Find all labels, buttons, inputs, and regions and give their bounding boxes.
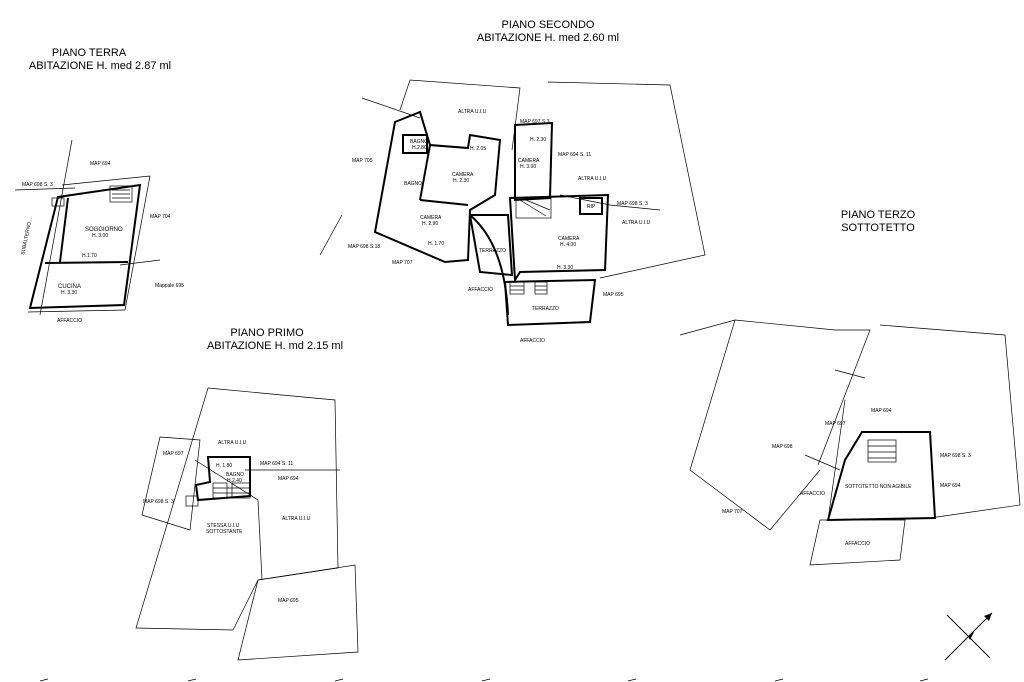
- terra-h170: H.1.70: [82, 253, 97, 259]
- plan-piano-terra: MAP 694 MAP 698 S. 3 MAP 704 SOGGIORNO H…: [14, 139, 184, 324]
- primo-stessa2: SOTTOSTANTE: [206, 529, 243, 535]
- title-piano-secondo: PIANO SECONDO ABITAZIONE H. med 2.60 ml: [458, 19, 638, 45]
- primo-h180: H. 1.80: [216, 463, 232, 469]
- terzo-affaccio1: AFFACCIO: [800, 491, 825, 497]
- primo-map694s11: MAP 694 S. 11: [260, 461, 293, 467]
- secondo-h170: H. 1.70: [428, 241, 444, 247]
- terzo-sottotetto: SOTTOTETTO NON AGIBILE: [845, 484, 912, 490]
- terra-soggiorno: SOGGIORNO: [85, 227, 123, 233]
- terzo-map694b: MAP 694: [940, 483, 961, 489]
- secondo-affaccio2: AFFACCIO: [520, 338, 545, 344]
- secondo-bagno1: BAGNO: [410, 139, 428, 145]
- title-piano-terra: PIANO TERRA ABITAZIONE H. med 2.87 ml: [20, 47, 180, 73]
- terzo-map694: MAP 694: [871, 408, 892, 414]
- terra-mappale695: Mappale 695: [155, 283, 184, 289]
- primo-map697: MAP 697: [163, 451, 184, 457]
- terra-cucina: CUCINA: [58, 284, 81, 290]
- terra-affaccio: AFFACCIO: [57, 318, 82, 324]
- plan-piano-secondo: ALTRA U.I.U MAP 697 S.3 H. 2.30 MAP 694 …: [319, 79, 706, 344]
- primo-bagno-h: H.2.40: [227, 478, 242, 484]
- secondo-map698s18: MAP 698 S.18: [348, 244, 380, 250]
- secondo-bagno2: BAGNO: [404, 181, 422, 187]
- title-piano-terra-line2: ABITAZIONE H. med 2.87 ml: [28, 60, 172, 72]
- secondo-camera4: CAMERA: [558, 236, 580, 242]
- title-piano-terzo-line1: PIANO TERZO: [840, 209, 916, 221]
- secondo-bagno1-h: H.2.80: [412, 145, 427, 151]
- primo-map698s3: MAP 698 S. 3: [143, 499, 174, 505]
- primo-bagno: BAGNO: [226, 472, 244, 478]
- terra-cucina-h: H. 3.30: [61, 290, 77, 296]
- terra-map694: MAP 694: [90, 161, 111, 167]
- plan-piano-terzo: MAP 697 MAP 694 MAP 698 MAP 698 S. 3 SOT…: [679, 319, 1021, 566]
- title-piano-secondo-line1: PIANO SECONDO: [501, 19, 595, 31]
- secondo-altra-uiu-top: ALTRA U.I.U: [458, 109, 487, 115]
- primo-altra-uiu: ALTRA U.I.U: [218, 440, 247, 446]
- secondo-h330: H. 3.30: [557, 265, 573, 271]
- secondo-rip: RIP: [587, 204, 596, 210]
- secondo-map695: MAP 695: [603, 292, 624, 298]
- terzo-affaccio2: AFFACCIO: [845, 541, 870, 547]
- secondo-camera4-h: H. 4.00: [560, 242, 576, 248]
- terzo-map697: MAP 697: [825, 421, 846, 427]
- secondo-terrazzo1: TERRAZZO: [479, 248, 506, 254]
- secondo-camera3: CAMERA: [420, 215, 442, 221]
- secondo-terrazzo2: TERRAZZO: [532, 306, 559, 312]
- scale-ticks: [39, 678, 929, 682]
- secondo-camera1-h: H. 2.30: [453, 178, 469, 184]
- secondo-map694s11: MAP 694 S. 11: [558, 152, 591, 158]
- secondo-altra-uiu-mid: ALTRA U.I.U: [578, 176, 607, 182]
- terra-map704: MAP 704: [150, 214, 171, 220]
- secondo-map698s3: MAP 698 S. 3: [617, 201, 648, 207]
- secondo-camera2: CAMERA: [518, 158, 540, 164]
- title-piano-primo: PIANO PRIMO ABITAZIONE H. md 2.15 ml: [190, 327, 360, 353]
- title-piano-terzo: PIANO TERZO SOTTOTETTO: [818, 209, 938, 235]
- terzo-map707: MAP 707: [722, 509, 743, 515]
- title-piano-terzo-line2: SOTTOTETTO: [841, 222, 915, 234]
- plan-piano-primo: MAP 697 ALTRA U.I.U H. 1.80 MAP 694 S. 1…: [135, 387, 359, 661]
- terra-soggiorno-h: H. 3.00: [92, 233, 108, 239]
- terra-map698: MAP 698 S. 3: [22, 182, 53, 188]
- secondo-camera2-h: H. 3.00: [520, 164, 536, 170]
- primo-altra-uiu2: ALTRA U.I.U: [282, 516, 311, 522]
- north-arrow-icon: [944, 612, 993, 661]
- primo-map695: MAP 695: [278, 598, 299, 604]
- secondo-map707: MAP 707: [392, 260, 413, 266]
- secondo-camera3-h: H. 2.90: [422, 221, 438, 227]
- secondo-h205: H. 2.05: [470, 146, 486, 152]
- secondo-map705: MAP 705: [352, 158, 373, 164]
- title-piano-primo-line2: ABITAZIONE H. md 2.15 ml: [206, 340, 344, 352]
- title-piano-secondo-line2: ABITAZIONE H. med 2.60 ml: [476, 32, 620, 44]
- secondo-camera1: CAMERA: [452, 172, 474, 178]
- title-piano-primo-line1: PIANO PRIMO: [230, 327, 304, 339]
- terra-road: SUBALTERNO ...: [20, 216, 34, 255]
- terzo-map698s3: MAP 698 S. 3: [940, 453, 971, 459]
- primo-map694: MAP 694: [278, 476, 299, 482]
- primo-stessa1: STESSA U.I.U: [207, 523, 240, 529]
- secondo-altra-uiu-right: ALTRA U.I.U: [622, 220, 651, 226]
- secondo-affaccio1: AFFACCIO: [468, 287, 493, 293]
- title-piano-terra-line1: PIANO TERRA: [51, 47, 127, 59]
- terzo-map698: MAP 698: [772, 444, 793, 450]
- secondo-map697s3: MAP 697 S.3: [520, 119, 550, 125]
- secondo-h230: H. 2.30: [530, 137, 546, 143]
